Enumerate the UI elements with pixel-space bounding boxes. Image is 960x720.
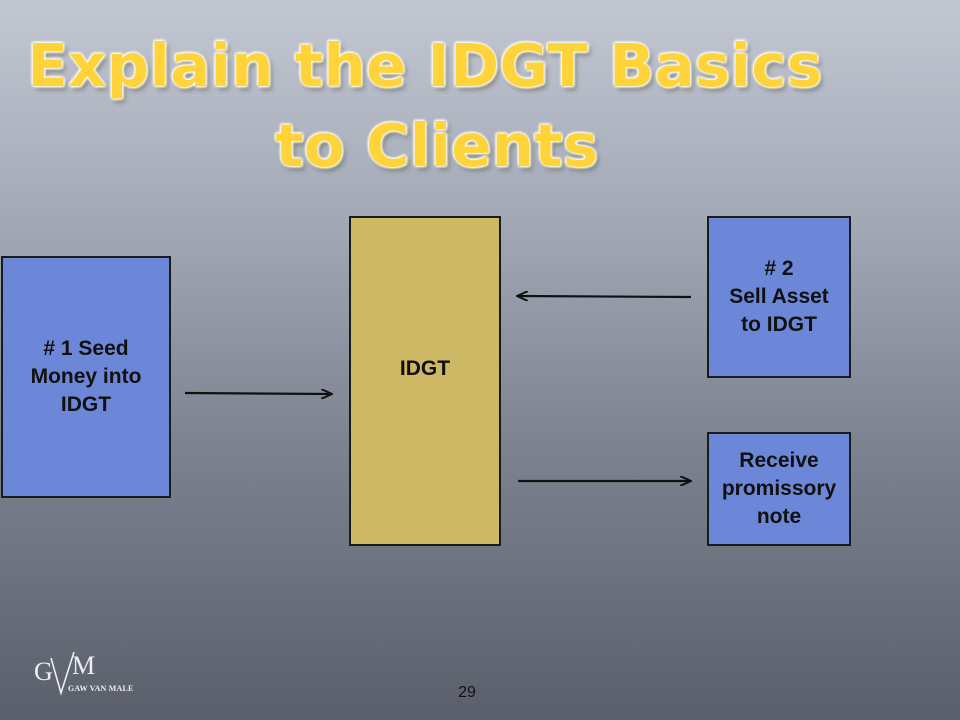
- arrow-seed-to-idgt: [184, 393, 331, 394]
- slide-title: Explain the IDGT Basics to Clients: [20, 26, 830, 186]
- idgt-box: IDGT: [349, 216, 501, 546]
- promissory-note-box: Receive promissory note: [707, 432, 851, 546]
- gaw-van-male-logo: G M: [34, 651, 95, 696]
- idgt-label: IDGT: [399, 357, 451, 380]
- logo-monogram-g: G: [34, 657, 53, 686]
- logo-v-mark: [50, 651, 75, 696]
- sell-asset-box: # 2 Sell Asset to IDGT: [707, 216, 851, 378]
- title-line-1: Explain the IDGT Basics: [27, 31, 823, 100]
- logo-wordmark: GAW VAN MALE: [68, 684, 134, 693]
- arrow-sell-to-idgt: [518, 296, 692, 297]
- title-line-2: to Clients: [275, 111, 599, 180]
- seed-money-box: # 1 Seed Money into IDGT: [1, 256, 171, 498]
- logo-monogram-m: M: [72, 651, 95, 680]
- seed-money-label: # 1 Seed Money into IDGT: [30, 337, 142, 416]
- promissory-note-label: Receive promissory note: [721, 449, 837, 528]
- sell-asset-label: # 2 Sell Asset to IDGT: [729, 257, 829, 336]
- page-number: 29: [458, 684, 476, 701]
